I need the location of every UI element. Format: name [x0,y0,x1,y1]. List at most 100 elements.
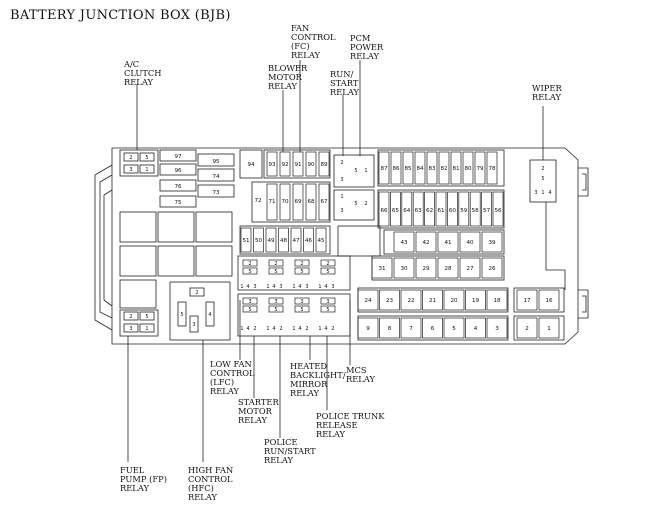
fuse-label-67: 67 [320,199,328,205]
fuse-label-8: 8 [388,326,392,332]
fuse-slot [303,227,314,253]
fuse-label-2: 2 [340,160,343,166]
fuse-label-3: 3 [129,167,132,173]
fuse-label-2: 2 [129,155,132,161]
fuse-label-3: 3 [253,284,256,290]
fuse-slot [278,227,289,253]
fuse-label-2: 2 [326,261,329,267]
fuse-label-83: 83 [428,166,436,172]
fuse-label-2: 2 [305,326,308,332]
relay-socket [157,211,195,243]
fuse-label-91: 91 [294,162,302,168]
fuse-label-3: 3 [274,299,277,305]
relay-socket [119,211,157,243]
fuse-slot [390,151,402,185]
fuse-slot [435,191,447,227]
label-hfc: HIGH FAN CONTROL (HFC) RELAY [188,465,234,502]
fuse-label-5: 5 [274,307,277,313]
fuse-label-26: 26 [488,266,496,272]
fuse-label-21: 21 [429,298,437,304]
fuse-slot [393,231,415,253]
fuse-label-5: 5 [248,307,251,313]
fuse-label-2: 2 [279,326,282,332]
fuse-label-42: 42 [422,240,429,246]
fuse-slot [486,151,498,185]
fuse-label-84: 84 [416,166,424,172]
fuse-label-3: 3 [300,299,303,305]
fuse-label-1: 1 [541,190,544,196]
housing-outline [111,147,579,345]
fuse-label-4: 4 [298,284,301,290]
label-police-run: POLICE RUN/START RELAY [264,437,316,465]
fuse-label-1: 1 [145,326,148,332]
fuse-slot [357,289,379,311]
fuse-label-61: 61 [437,208,445,214]
relay-pin-slot [242,259,258,267]
fuse-label-95: 95 [212,159,220,165]
fuse-slot [486,317,508,339]
fuse-label-48: 48 [280,238,288,244]
fuse-slot [443,289,465,311]
fuse-label-78: 78 [488,166,496,172]
fuse-label-1: 1 [292,284,295,290]
fuse-label-5: 5 [145,314,148,320]
fuse-label-29: 29 [422,266,430,272]
fuse-label-5: 5 [452,326,456,332]
fuse-95 [197,153,235,167]
fuse-slot [459,257,481,279]
relay-pin-slot [320,259,336,267]
fuse-label-1: 1 [240,284,243,290]
fuse-slot [305,151,317,177]
fuse-label-5: 5 [354,168,357,174]
wire-harness [545,202,566,290]
fuse-slot [378,151,390,185]
fuse-label-31: 31 [378,266,386,272]
fuse-slot [465,289,486,311]
fuse-label-5: 5 [300,269,303,275]
fuse-label-1: 1 [547,326,551,332]
fuse-slot [443,317,465,339]
fuse-75 [159,195,197,208]
fuse-label-51: 51 [242,238,250,244]
fuse-label-65: 65 [392,208,400,214]
fuse-label-80: 80 [464,166,472,172]
fuse-label-41: 41 [444,240,452,246]
fuse-slot [481,231,503,253]
fuse-label-6: 6 [431,326,435,332]
fuse-label-86: 86 [392,166,400,172]
diagram-title: BATTERY JUNCTION BOX (BJB) [10,8,231,23]
fuse-label-4: 4 [548,190,551,196]
fuse-slot [371,257,393,279]
fuse-slot [305,183,317,221]
fuse-slot [279,151,291,177]
relay-socket [195,211,233,243]
fuse-label-66: 66 [380,208,388,214]
fuse-slot [292,151,304,177]
relay-pin-slot [294,267,310,275]
fuse-slot [253,227,264,253]
fuse-slot [379,317,400,339]
fuse-label-2: 2 [253,326,256,332]
ac-clutch-relay [119,149,159,177]
housing-ribs-left [94,164,113,331]
fuse-label-27: 27 [466,266,474,272]
fuse-label-4: 4 [474,326,478,332]
fuse-76 [159,179,197,192]
fuse-label-96: 96 [174,168,182,174]
fuse-label-3: 3 [340,177,343,183]
fuse-label-57: 57 [483,208,491,214]
fuse-label-3: 3 [326,299,329,305]
fuse-slot [450,151,462,185]
fuse-slot [393,257,415,279]
fuse-slot [412,191,424,227]
fuse-label-63: 63 [415,208,423,214]
fuse-label-5: 5 [326,269,329,275]
fuse-slot [447,191,458,227]
fuse-slot [400,289,422,311]
fuse-slot [538,289,560,311]
fuse-slot [459,231,481,253]
fuse-label-2: 2 [248,261,251,267]
fuse-label-3: 3 [248,299,251,305]
fuse-label-45: 45 [317,238,325,244]
